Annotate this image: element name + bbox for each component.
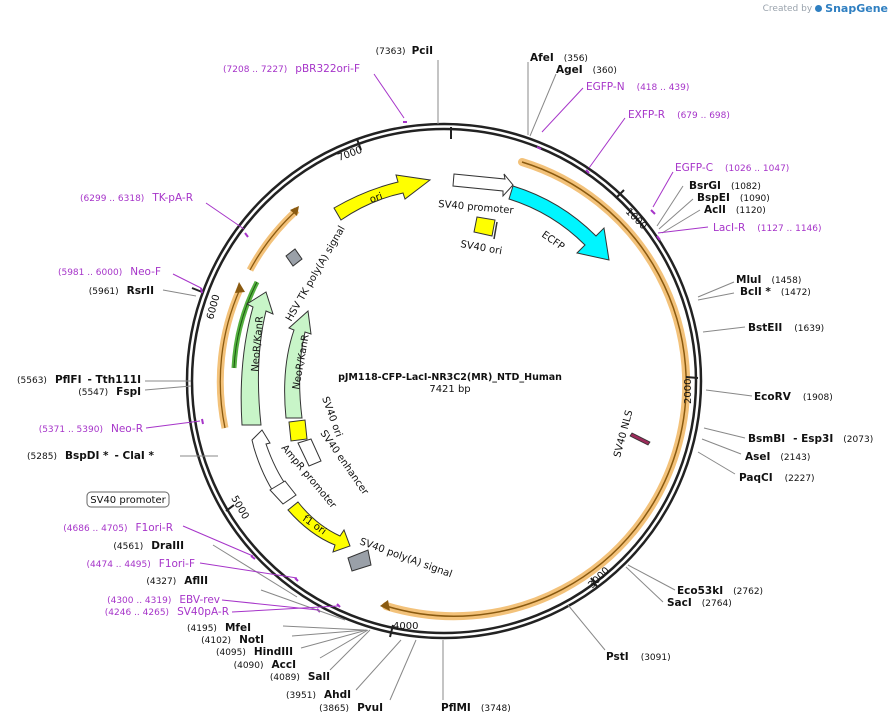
ampr-promoter-feature[interactable] xyxy=(269,480,297,505)
primer-egfp-n[interactable]: EGFP-N(418 .. 439) xyxy=(586,81,689,93)
sv40-promoter-label-box[interactable] xyxy=(86,491,170,508)
site-paqci[interactable]: PaqCI(2227) xyxy=(739,472,815,484)
primer-f1ori-r[interactable]: (4686 .. 4705)F1ori-R xyxy=(63,522,173,534)
site-sali[interactable]: (4089)SalI xyxy=(270,671,330,683)
backbone-inner-ring xyxy=(190,127,698,635)
primer-sv40pa-r[interactable]: (4246 .. 4265)SV40pA-R xyxy=(105,606,229,618)
site-fspi[interactable]: (5547)FspI xyxy=(78,386,141,398)
site-pflfi[interactable]: (5563)PflFI- Tth111I xyxy=(17,374,141,386)
neo-cds-arc-left-line xyxy=(219,288,241,429)
sv40-promoter-top-feature[interactable] xyxy=(452,173,514,198)
primer-neo-f[interactable]: (5981 .. 6000)Neo-F xyxy=(58,266,161,278)
neokanr-inner-feature[interactable] xyxy=(284,309,312,419)
site-bspei[interactable]: BspEI(1090) xyxy=(697,192,770,204)
site-eco53ki[interactable]: Eco53kI(2762) xyxy=(677,585,763,597)
site-hindiii[interactable]: (4095)HindIII xyxy=(216,646,293,658)
tick-marks xyxy=(191,127,699,638)
primer-laci-r[interactable]: LacI-R(1127 .. 1146) xyxy=(713,222,822,234)
site-pflmi[interactable]: PflMI(3748) xyxy=(441,702,511,714)
feature-label-sv40-ori-top: SV40 ori xyxy=(459,239,502,257)
site-afei[interactable]: AfeI(356) xyxy=(530,52,588,64)
ori-feature[interactable] xyxy=(333,174,432,221)
sv40-polya-feature[interactable] xyxy=(347,549,372,572)
site-draiii[interactable]: (4561)DraIII xyxy=(113,540,184,552)
sv40-ori-top-marker xyxy=(493,221,498,240)
feature-label-neokanr-outer: NeoR/KanR xyxy=(250,316,266,373)
tick-label-6000: 6000 xyxy=(205,293,222,320)
tick-label-7000: 7000 xyxy=(336,145,364,164)
site-bspdi[interactable]: (5285)BspDI *- ClaI * xyxy=(27,450,154,462)
tk-arc-arrow xyxy=(290,206,299,216)
sv40-ori-inner-feature[interactable] xyxy=(288,419,308,442)
site-rsrii[interactable]: (5961)RsrII xyxy=(89,285,154,297)
tick-label-2000: 2000 xyxy=(683,379,694,404)
sv40-promoter-box-label: SV40 promoter xyxy=(90,495,166,506)
site-acli[interactable]: AclI(1120) xyxy=(704,204,766,216)
site-agei[interactable]: AgeI(360) xyxy=(556,64,617,76)
site-bcli[interactable]: BclI *(1472) xyxy=(740,286,811,298)
feature-label-sv40-polya: SV40 poly(A) signal xyxy=(358,536,454,580)
site-mlui[interactable]: MluI(1458) xyxy=(736,274,801,286)
sv40-enhancer-feature[interactable] xyxy=(297,438,322,467)
plasmid-name: pJM118-CFP-LacI-NR3C2(MR)_NTD_Human xyxy=(338,372,562,383)
green-arc-line xyxy=(233,281,258,369)
site-aflii[interactable]: (4327)AflII xyxy=(146,575,208,587)
site-pvui[interactable]: (3865)PvuI xyxy=(319,702,383,714)
tick-label-4000: 4000 xyxy=(393,621,418,632)
primer-exfp-r[interactable]: EXFP-R(679 .. 698) xyxy=(628,109,730,121)
primer-ebv-rev[interactable]: (4300 .. 4319)EBV-rev xyxy=(107,594,220,606)
site-asei[interactable]: AseI(2143) xyxy=(745,451,810,463)
fusion-cds-arrowhead xyxy=(380,600,390,611)
tk-arc-line xyxy=(249,209,298,271)
watermark-brand: SnapGene xyxy=(825,2,888,15)
feature-label-hsv-tk: HSV TK poly(A) signal xyxy=(284,224,348,323)
site-ahdi[interactable]: (3951)AhdI xyxy=(286,689,351,701)
site-noti[interactable]: (4102)NotI xyxy=(201,634,264,646)
plasmid-length: 7421 bp xyxy=(429,384,470,395)
snapgene-logo-icon xyxy=(815,5,823,12)
fusion-cds-center-line xyxy=(385,161,687,617)
neo-cds-arc-left-arrow xyxy=(235,282,245,293)
f1-ori-feature[interactable] xyxy=(287,501,351,553)
watermark-prefix: Created by xyxy=(762,3,813,14)
feature-label-ecfp: ECFP xyxy=(539,229,566,252)
site-bsteii[interactable]: BstEII(1639) xyxy=(748,322,824,334)
site-pcii[interactable]: (7363)PciI xyxy=(376,45,433,57)
primer-f1ori-f[interactable]: (4474 .. 4495)F1ori-F xyxy=(87,558,196,570)
hsv-tk-polya-feature[interactable] xyxy=(285,248,303,267)
site-saci[interactable]: SacI(2764) xyxy=(667,597,732,609)
ecfp-feature[interactable] xyxy=(508,185,610,261)
sv40-ori-top-feature[interactable] xyxy=(473,216,496,237)
site-acci[interactable]: (4090)AccI xyxy=(234,659,296,671)
sv40-nls-feature[interactable] xyxy=(629,432,651,446)
primer-egfp-c[interactable]: EGFP-C(1026 .. 1047) xyxy=(675,162,789,174)
site-mfei[interactable]: (4195)MfeI xyxy=(187,622,251,634)
primer-neo-r[interactable]: (5371 .. 5390)Neo-R xyxy=(39,423,143,435)
snapgene-watermark: Created by SnapGene xyxy=(763,2,888,15)
neokanr-outer-feature[interactable] xyxy=(240,291,274,426)
site-bsrgi[interactable]: BsrGI(1082) xyxy=(689,180,761,192)
feature-label-sv40-promoter-top: SV40 promoter xyxy=(438,199,515,217)
site-bsmbi[interactable]: BsmBI- Esp3I(2073) xyxy=(748,433,873,445)
primer-tk-pa-r[interactable]: (6299 .. 6318)TK-pA-R xyxy=(80,192,193,204)
primer-leaders xyxy=(145,73,709,613)
feature-label-ori: ori xyxy=(368,191,384,206)
site-psti[interactable]: PstI(3091) xyxy=(606,651,671,663)
enzyme-leaders xyxy=(144,60,753,701)
primer-pbr322ori-f[interactable]: (7208 .. 7227)pBR322ori-F xyxy=(223,63,360,75)
site-ecorv[interactable]: EcoRV(1908) xyxy=(754,391,833,403)
